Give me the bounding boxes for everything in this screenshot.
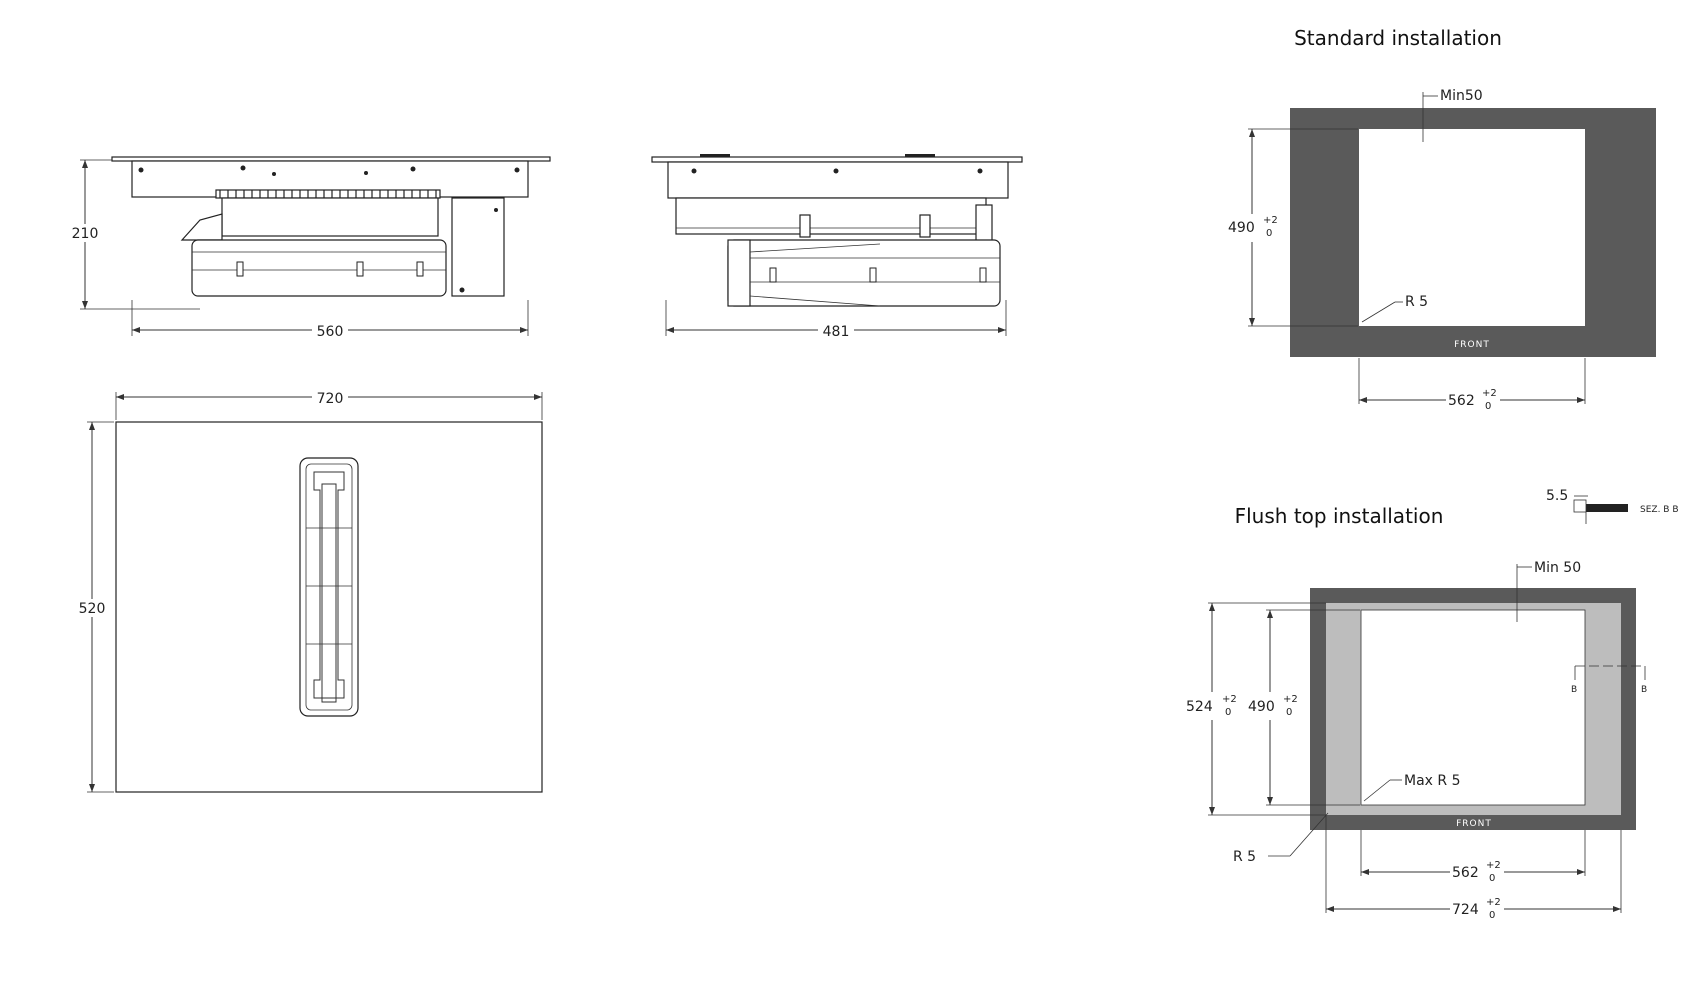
standard-height-tol-lower: 0 <box>1266 228 1272 239</box>
flush-rebate <box>1326 603 1621 815</box>
front-glass-top <box>651 156 1023 163</box>
side-duct <box>180 213 223 241</box>
flush-inner-width-tol-lower: 0 <box>1489 873 1495 884</box>
front-chassis <box>667 161 1009 199</box>
flush-outer-width-tol-lower: 0 <box>1489 910 1495 921</box>
top-height-label: 520 <box>79 601 106 617</box>
standard-front-label: FRONT <box>1454 340 1490 350</box>
flush-inner-width-tol-upper: +2 <box>1486 860 1501 871</box>
side-glass-top <box>111 156 551 162</box>
flush-front-label: FRONT <box>1456 819 1492 829</box>
side-fins <box>219 190 437 198</box>
front-outlet <box>727 239 751 307</box>
top-view: 720 520 <box>76 389 543 793</box>
side-electronics-box <box>451 197 505 297</box>
section-marker-right: B <box>1641 685 1647 695</box>
top-width-label: 720 <box>317 391 344 407</box>
standard-width-tol-lower: 0 <box>1485 401 1491 412</box>
top-vent-grille <box>299 457 359 717</box>
front-view: 481 <box>651 154 1023 340</box>
flush-outer-width-value: 724 <box>1452 902 1479 918</box>
side-motor-housing <box>191 239 447 297</box>
side-view: 210 560 <box>70 156 551 340</box>
standard-height-tol-upper: +2 <box>1263 215 1278 226</box>
standard-width-tol-upper: +2 <box>1482 388 1497 399</box>
side-width-label: 560 <box>317 324 344 340</box>
standard-installation-title: Standard installation <box>1294 26 1502 50</box>
side-clips <box>236 261 424 277</box>
standard-installation: Standard installation FRONT Min50 490 +2… <box>1226 26 1656 414</box>
standard-width-value: 562 <box>1448 393 1475 409</box>
flush-radius-label: R 5 <box>1233 849 1256 865</box>
front-motor-housing <box>727 239 1001 307</box>
flush-outer-height-value: 524 <box>1186 699 1213 715</box>
flush-inner-height-value: 490 <box>1248 699 1275 715</box>
flush-outer-height-tol-lower: 0 <box>1225 707 1231 718</box>
standard-radius-label: R 5 <box>1405 294 1428 310</box>
standard-min-label: Min50 <box>1440 88 1483 104</box>
front-width-label: 481 <box>823 324 850 340</box>
side-fin-row <box>215 189 441 199</box>
flush-outer-height-tol-upper: +2 <box>1222 694 1237 705</box>
flush-inner-height-tol-upper: +2 <box>1283 694 1298 705</box>
standard-height-value: 490 <box>1228 220 1255 236</box>
section-thickness-label: 5.5 <box>1546 488 1568 504</box>
flush-min-label: Min 50 <box>1534 560 1581 576</box>
standard-countertop-frame <box>1290 108 1656 357</box>
flush-installation: Flush top installation 5.5 SEZ. B B FRON… <box>1184 488 1679 923</box>
section-detail: 5.5 SEZ. B B <box>1546 488 1679 524</box>
flush-installation-title: Flush top installation <box>1235 504 1444 528</box>
side-mid-block <box>221 197 439 237</box>
flush-inner-height-tol-lower: 0 <box>1286 707 1292 718</box>
side-screw-dots <box>138 165 520 176</box>
section-marker-left: B <box>1571 685 1577 695</box>
flush-outer-width-tol-upper: +2 <box>1486 897 1501 908</box>
flush-max-radius-label: Max R 5 <box>1404 773 1460 789</box>
flush-inner-width-value: 562 <box>1452 865 1479 881</box>
section-label: SEZ. B B <box>1640 505 1679 515</box>
front-mid-block <box>675 197 987 235</box>
section-markers: B B <box>1571 665 1647 695</box>
side-height-label: 210 <box>72 226 99 242</box>
